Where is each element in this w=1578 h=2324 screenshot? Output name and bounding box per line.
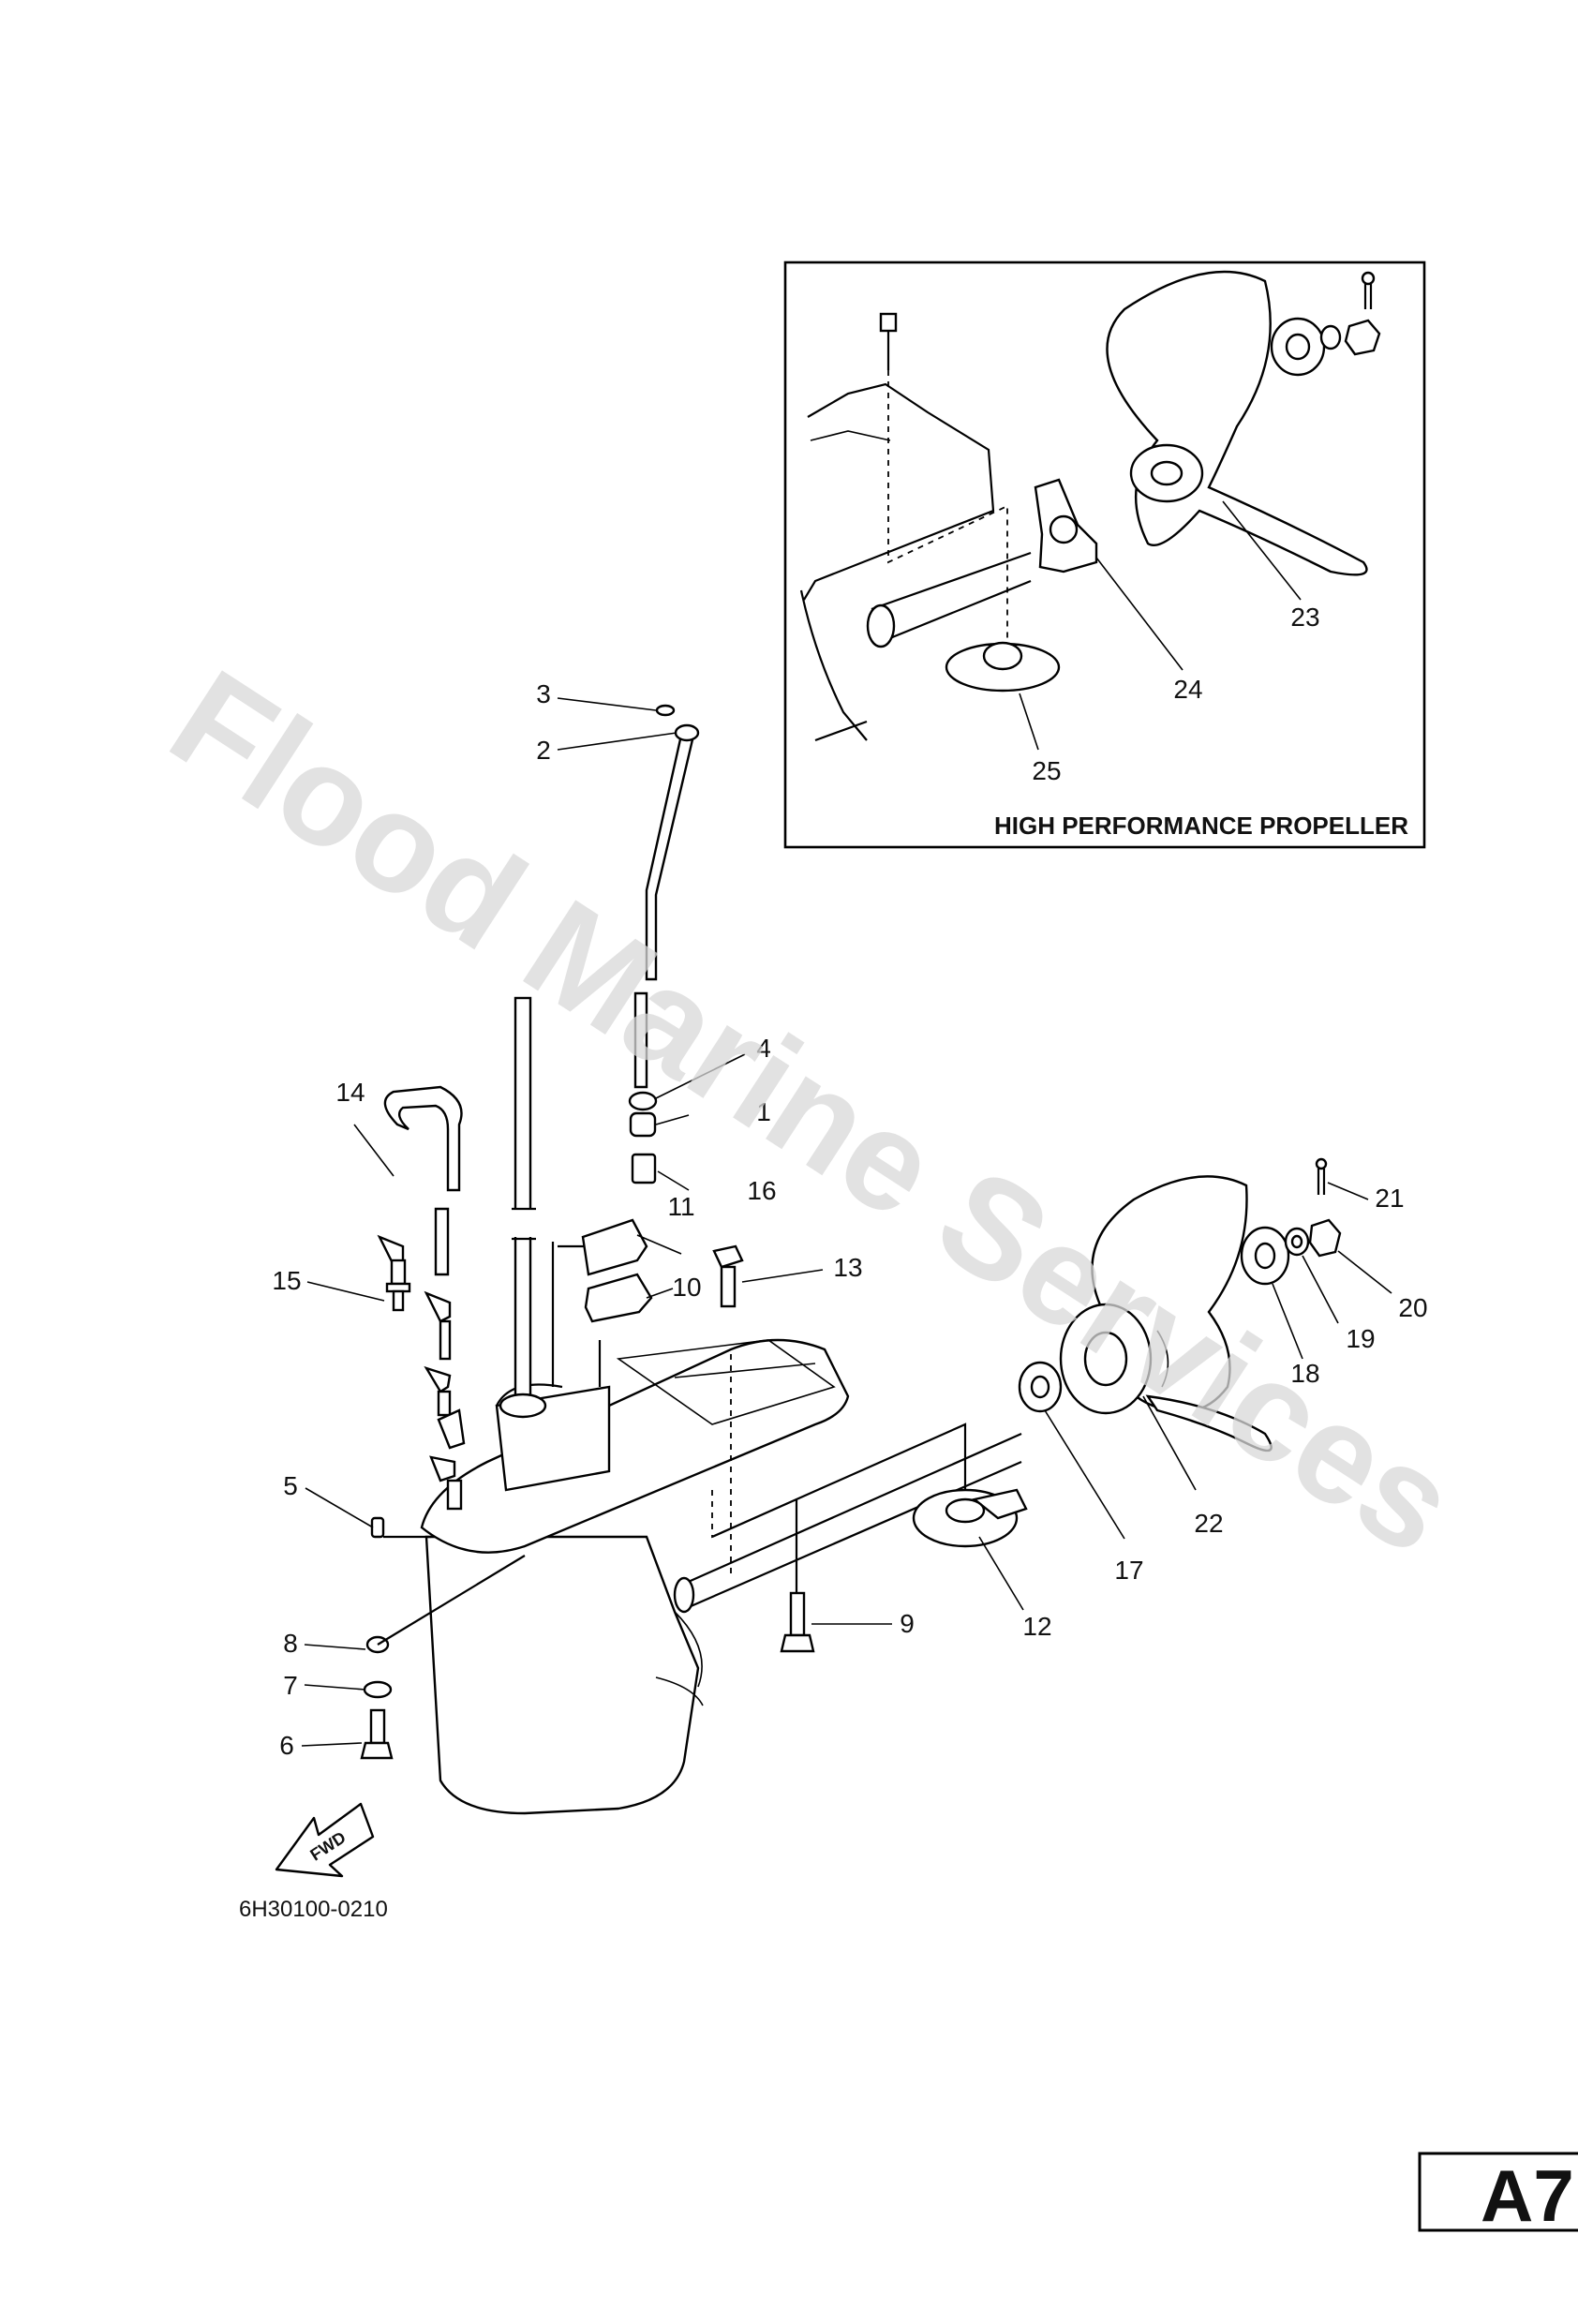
callout-18: 18 (1290, 1359, 1319, 1388)
callout-9: 9 (900, 1609, 915, 1638)
watermark: Flood Marine Services (145, 639, 1482, 1584)
part-12-anode (912, 1488, 1028, 1548)
inset-propeller-23 (1106, 270, 1368, 576)
part-10-seal (584, 1273, 653, 1323)
part-6-bolt (360, 1708, 394, 1760)
lower-unit (420, 996, 1022, 1815)
part-4-collar (628, 1091, 658, 1111)
callout-12: 12 (1022, 1612, 1051, 1641)
part-17-thrust-washer (1018, 1361, 1063, 1413)
callout-10: 10 (672, 1273, 701, 1302)
inset-washer-24 (1034, 478, 1098, 574)
leader-lines (301, 500, 1392, 1747)
part-20-nut (1308, 1218, 1342, 1258)
callout-7: 7 (283, 1671, 298, 1700)
callout-2: 2 (536, 736, 551, 765)
part-15-fittings (377, 1234, 466, 1511)
inset-nut (1344, 319, 1381, 356)
callout-14: 14 (335, 1078, 365, 1107)
inset-cotter-pin (1361, 271, 1376, 309)
callout-4: 4 (756, 1034, 771, 1063)
part-9-bolt (780, 1591, 815, 1653)
fwd-arrow: FWD (275, 1802, 375, 1878)
inset-panel: HIGH PERFORMANCE PROPELLER (783, 261, 1426, 849)
callout-6: 6 (279, 1731, 294, 1760)
part-11-seal (581, 1218, 648, 1276)
callout-24: 24 (1173, 675, 1202, 704)
callout-1: 1 (756, 1097, 771, 1126)
callout-17: 17 (1114, 1556, 1143, 1585)
callout-11: 11 (667, 1192, 694, 1221)
callout-22: 22 (1194, 1509, 1223, 1538)
callout-16: 16 (747, 1176, 776, 1205)
inset-title: HIGH PERFORMANCE PROPELLER (994, 812, 1408, 840)
inset-anode-25 (945, 641, 1061, 693)
part-14-water-tube (383, 1085, 463, 1276)
shift-rod (633, 704, 700, 1089)
part-18-spacer (1240, 1226, 1290, 1286)
callout-8: 8 (283, 1629, 298, 1658)
part-22-propeller (1059, 1175, 1273, 1452)
part-13-bolt (712, 1244, 744, 1308)
callout-21: 21 (1375, 1184, 1404, 1213)
part-5-dowel (370, 1516, 385, 1539)
page-tag: A7 (1481, 2154, 1574, 2237)
callout-20: 20 (1398, 1293, 1427, 1322)
callout-15: 15 (272, 1266, 301, 1295)
part-21-cotter-pin (1315, 1157, 1328, 1195)
callout-19: 19 (1346, 1324, 1375, 1353)
part-7-washer (363, 1680, 393, 1699)
inset-washer (1319, 324, 1342, 350)
callout-3: 3 (536, 679, 551, 708)
callout-13: 13 (833, 1253, 862, 1282)
part-16-bushing (631, 1153, 657, 1184)
callout-5: 5 (283, 1471, 298, 1500)
callout-25: 25 (1032, 756, 1061, 785)
drawing-number: 6H30100-0210 (239, 1897, 388, 1922)
callout-labels: 3 2 4 1 16 14 11 10 13 15 5 8 7 6 9 12 1… (272, 603, 1427, 1760)
part-19-washer (1284, 1227, 1310, 1257)
part-1-grommet (629, 1111, 657, 1138)
inset-spacer (1270, 317, 1326, 377)
page-tag-box: A7 (1418, 2152, 1578, 2237)
callout-23: 23 (1290, 603, 1319, 632)
